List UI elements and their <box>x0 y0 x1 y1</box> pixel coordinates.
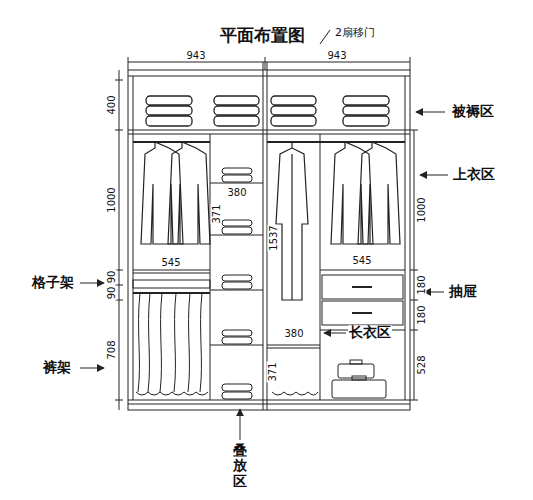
zone-callout: 长衣区 <box>348 325 392 340</box>
part-callout: 格子架 <box>31 275 75 290</box>
dimension: 380 <box>283 328 304 339</box>
part-callout: 裤架 <box>42 360 72 375</box>
dimension: 545 <box>160 257 181 268</box>
zone-callout: 被褥区 <box>451 104 495 119</box>
title: 平面布置图 <box>220 26 305 45</box>
door-note: 2扇移门 <box>334 27 376 39</box>
dimension: 708 <box>106 339 117 360</box>
dimension: 90 <box>106 270 117 285</box>
dimension: 180 <box>416 274 427 295</box>
dimension: 371 <box>267 361 278 382</box>
dimension: 90 <box>106 286 117 301</box>
part-callout: 抽屉 <box>448 284 478 299</box>
zone-callout: 叠放区 <box>232 443 248 489</box>
dimension: 528 <box>416 354 427 375</box>
dimension: 1000 <box>106 186 117 213</box>
dimension: 943 <box>326 50 347 61</box>
dimension: 1537 <box>268 224 279 251</box>
dimension: 380 <box>226 187 247 198</box>
dimension: 180 <box>416 304 427 325</box>
dimension: 1000 <box>416 196 427 223</box>
dimension: 400 <box>106 94 117 115</box>
dimension: 371 <box>211 203 222 224</box>
zone-callout: 上衣区 <box>452 167 496 182</box>
dimension: 943 <box>185 50 206 61</box>
dimension: 545 <box>351 255 372 266</box>
